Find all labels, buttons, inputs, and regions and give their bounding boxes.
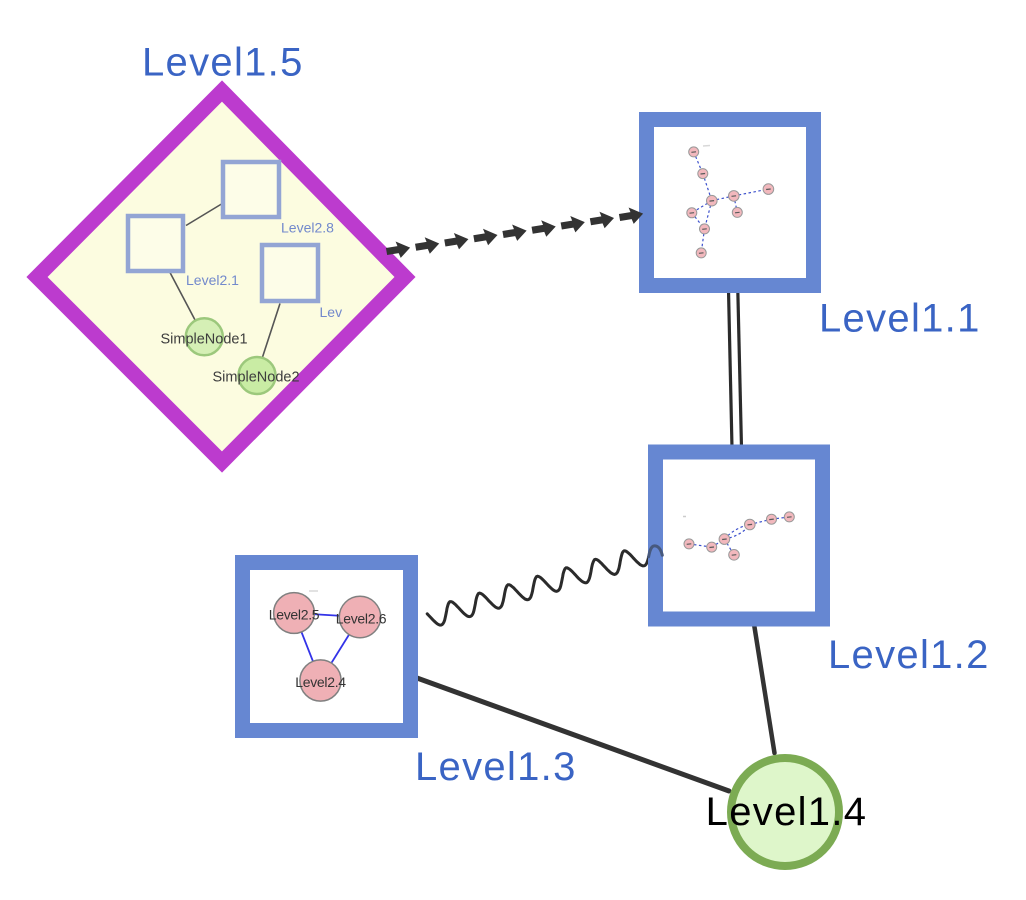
svg-text:Level1.4: Level1.4 [706,790,868,834]
svg-text:Level2.5: Level2.5 [269,607,320,623]
svg-text:Level1.3: Level1.3 [415,745,577,789]
svg-text:SimpleNode1: SimpleNode1 [160,332,247,348]
svg-text:Level2.6: Level2.6 [336,611,387,627]
svg-text:SimpleNode2: SimpleNode2 [212,370,299,386]
svg-text:Level2.1: Level2.1 [186,272,239,288]
svg-text:Level2.8: Level2.8 [281,220,334,236]
svg-text:Level1.5: Level1.5 [142,41,304,85]
svg-text:Level1.2: Level1.2 [828,633,990,677]
svg-text:Level1.1: Level1.1 [819,297,981,341]
svg-text:Level2.4: Level2.4 [295,674,346,690]
svg-text:Lev: Lev [320,304,343,320]
